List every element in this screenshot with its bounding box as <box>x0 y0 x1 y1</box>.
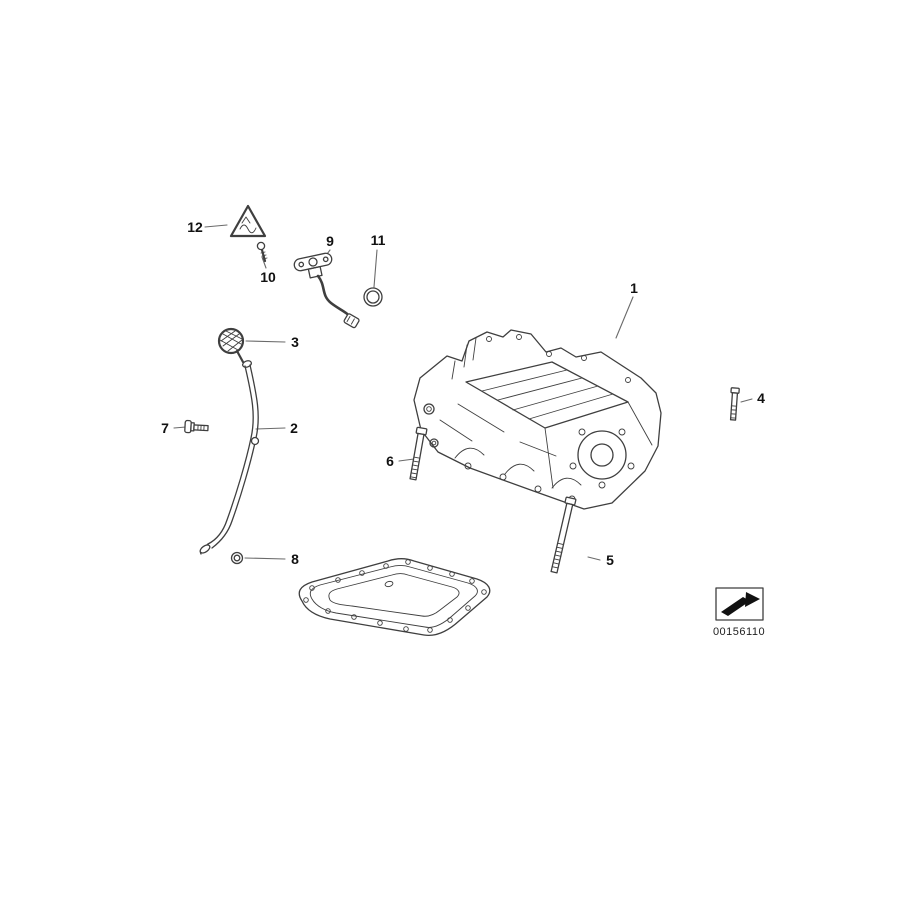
callout-2: 2 <box>290 420 298 436</box>
screw-drawing <box>184 419 209 434</box>
callout-12: 12 <box>187 219 203 235</box>
diagram-part-code: 00156110 <box>712 626 766 638</box>
callout-11: 11 <box>370 232 386 248</box>
callout-5: 5 <box>606 552 614 568</box>
callout-3: 3 <box>291 334 299 350</box>
bolt-long-drawing <box>550 496 577 574</box>
engine-block-drawing <box>413 329 662 510</box>
sensor-screw-drawing <box>256 241 268 263</box>
oil-pan-drawing <box>298 558 491 637</box>
bolt-medium-drawing <box>409 426 428 481</box>
callout-9: 9 <box>326 233 334 249</box>
callout-10: 10 <box>260 269 276 285</box>
callout-1: 1 <box>630 280 638 296</box>
callout-8: 8 <box>291 551 299 567</box>
callout-4: 4 <box>757 390 765 406</box>
oil-level-sensor-drawing <box>293 252 360 329</box>
dipstick-drawing <box>199 327 260 555</box>
warning-triangle-icon <box>229 204 267 238</box>
direction-arrow-icon <box>715 587 764 621</box>
leader-lines <box>173 224 753 561</box>
bolt-short-drawing <box>729 387 740 421</box>
seal-ring-drawing <box>230 551 244 565</box>
callout-6: 6 <box>386 453 394 469</box>
callout-7: 7 <box>161 420 169 436</box>
o-ring-drawing <box>363 287 383 307</box>
